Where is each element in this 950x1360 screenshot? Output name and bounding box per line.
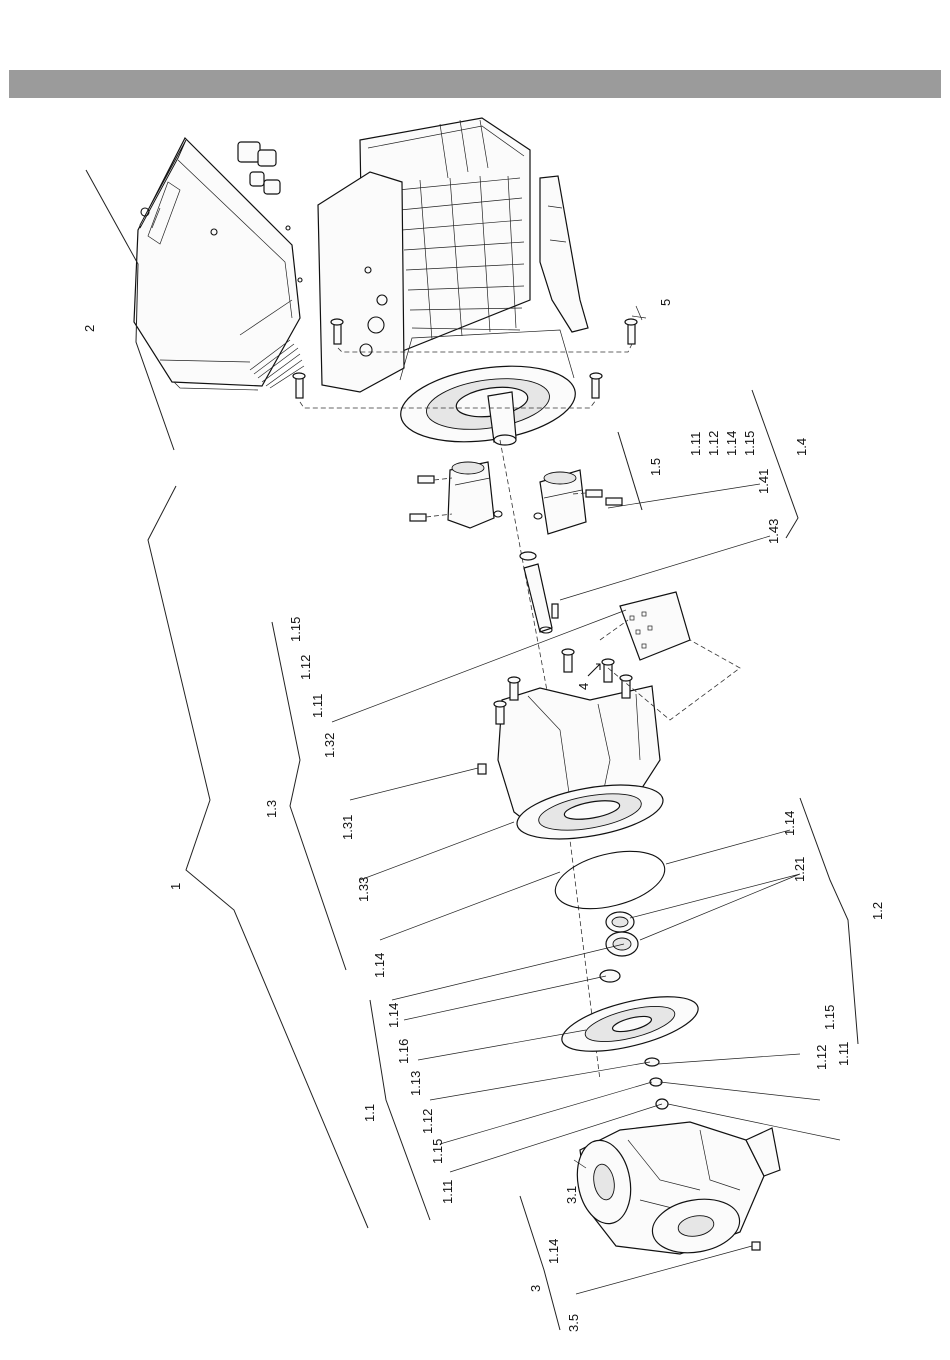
label-1-41: 1.41 — [756, 469, 771, 494]
label-1-43: 1.43 — [766, 519, 781, 544]
label-1-14-bot: 1.14 — [546, 1239, 561, 1264]
label-1-14-right: 1.14 — [782, 811, 797, 836]
label-1-12-bl: 1.12 — [420, 1109, 435, 1134]
label-stack-1-14: 1.14 — [724, 431, 739, 456]
part-labels: 2 5 1.5 1.4 1.11 1.12 1.14 1.15 1.41 1.4… — [82, 299, 885, 1332]
label-1-4: 1.4 — [794, 438, 809, 456]
motor — [293, 118, 637, 452]
impeller-plate — [557, 986, 703, 1109]
label-stack-1-15: 1.15 — [742, 431, 757, 456]
label-1-1: 1.1 — [362, 1104, 377, 1122]
mechanical-seal — [600, 912, 638, 982]
label-1-2: 1.2 — [870, 902, 885, 920]
motor-stool — [478, 592, 740, 848]
label-1-11-bl: 1.11 — [440, 1180, 455, 1204]
label-1-11-right: 1.11 — [836, 1042, 851, 1066]
label-4: 4 — [576, 683, 591, 690]
label-1-15-top: 1.15 — [288, 617, 303, 642]
label-1-33: 1.33 — [356, 877, 371, 902]
label-1-15-right: 1.15 — [822, 1005, 837, 1030]
label-5: 5 — [658, 299, 673, 306]
label-stack-1-12: 1.12 — [706, 431, 721, 456]
label-1-14-a: 1.14 — [372, 953, 387, 978]
label-1-12-top: 1.12 — [298, 655, 313, 680]
label-1-31: 1.31 — [340, 815, 355, 840]
label-stack-1-11: 1.11 — [688, 432, 703, 456]
label-1-14-b: 1.14 — [386, 1003, 401, 1028]
pump-housing — [571, 1122, 780, 1259]
label-1-5: 1.5 — [648, 458, 663, 476]
label-1-21: 1.21 — [792, 857, 807, 882]
label-1-32: 1.32 — [322, 733, 337, 758]
o-ring — [549, 841, 670, 919]
label-3: 3 — [528, 1285, 543, 1292]
label-1-16: 1.16 — [396, 1039, 411, 1064]
label-3-1: 3.1 — [564, 1186, 579, 1204]
electronic-module — [134, 138, 304, 390]
label-1-12-right: 1.12 — [814, 1045, 829, 1070]
label-1-3: 1.3 — [264, 800, 279, 818]
label-1-11-top: 1.11 — [310, 694, 325, 718]
label-2: 2 — [82, 325, 97, 332]
label-1-13: 1.13 — [408, 1071, 423, 1096]
label-1-15-bl: 1.15 — [430, 1139, 445, 1164]
label-1: 1 — [168, 883, 183, 890]
label-3-5: 3.5 — [566, 1314, 581, 1332]
